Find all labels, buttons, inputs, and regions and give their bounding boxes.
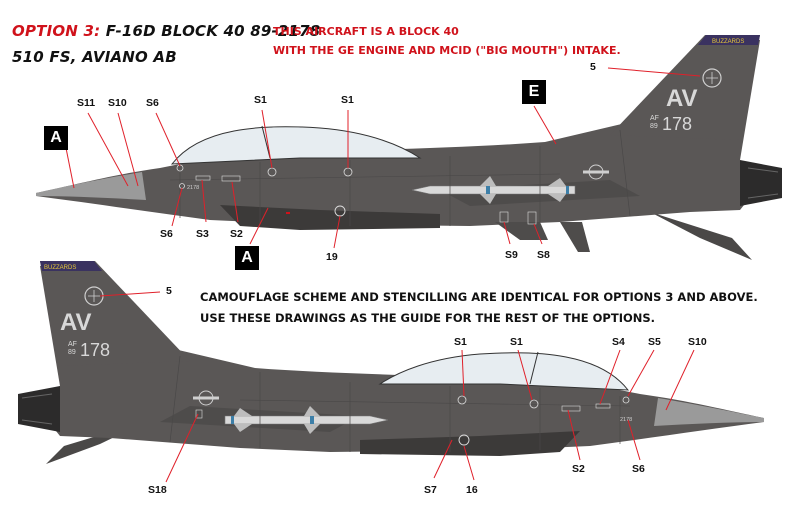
- callout-s7: S7: [424, 484, 437, 496]
- callout-s18: S18: [148, 484, 167, 496]
- callout-s1-top-b: S1: [341, 94, 354, 106]
- bottom-tail-year: 89: [68, 349, 76, 356]
- option-title: OPTION 3: F-16D BLOCK 40 89-2178: [12, 22, 320, 40]
- callout-s11: S11: [77, 97, 96, 109]
- callout-s6-top: S6: [146, 97, 159, 109]
- bottom-tail-code: AV: [60, 309, 92, 336]
- note-line-1: THIS AIRCRAFT IS A BLOCK 40: [273, 25, 459, 38]
- callout-s2-bottom: S2: [572, 463, 585, 475]
- bottom-tail-af: AF: [68, 341, 77, 348]
- top-tail-year: 89: [650, 123, 658, 130]
- callout-s10: S10: [108, 97, 127, 109]
- callout-s6-bottom: S6: [632, 463, 645, 475]
- callout-5-top: 5: [590, 61, 596, 73]
- scheme-note-line-1: CAMOUFLAGE SCHEME AND STENCILLING ARE ID…: [200, 290, 758, 304]
- unit-label: 510 FS, AVIANO AB: [12, 48, 177, 66]
- marker-a-top: A: [44, 126, 68, 150]
- top-aircraft: AV AF 89 178 BUZZARDS 2178: [36, 35, 782, 260]
- top-tail-code: AV: [666, 85, 698, 112]
- callout-s1-top-a: S1: [254, 94, 267, 106]
- callout-s9: S9: [505, 249, 518, 261]
- leader-lines: [65, 67, 701, 483]
- callout-s1-bottom-a: S1: [454, 336, 467, 348]
- callout-19: 19: [326, 251, 338, 263]
- option-label: OPTION 3:: [12, 22, 101, 40]
- callout-s3: S3: [196, 228, 209, 240]
- note-line-2: WITH THE GE ENGINE AND MCID ("BIG MOUTH"…: [273, 44, 621, 57]
- callout-s2-top: S2: [230, 228, 243, 240]
- top-nose-number: 2178: [187, 185, 199, 191]
- bottom-tail-serial: 178: [80, 340, 110, 360]
- callout-16: 16: [466, 484, 478, 496]
- callout-s10-bottom: S10: [688, 336, 707, 348]
- marker-a-bottom: A: [235, 246, 259, 270]
- bottom-aircraft: AV AF 89 178 BUZZARDS 2178: [18, 261, 764, 464]
- scheme-note-line-2: USE THESE DRAWINGS AS THE GUIDE FOR THE …: [200, 311, 656, 325]
- top-tail-serial: 178: [662, 114, 692, 134]
- aircraft-designation: F-16D BLOCK 40 89-2178: [105, 22, 321, 40]
- top-tail-af: AF: [650, 115, 659, 122]
- top-tail-band: BUZZARDS: [712, 39, 744, 45]
- callout-s5: S5: [648, 336, 661, 348]
- bottom-nose-number: 2178: [620, 417, 632, 423]
- callout-5-bottom: 5: [166, 285, 172, 297]
- callout-s6-lower: S6: [160, 228, 173, 240]
- bottom-tail-band: BUZZARDS: [44, 265, 76, 271]
- callout-s8: S8: [537, 249, 550, 261]
- callout-s1-bottom-b: S1: [510, 336, 523, 348]
- callout-s4: S4: [612, 336, 625, 348]
- marker-e: E: [522, 80, 546, 104]
